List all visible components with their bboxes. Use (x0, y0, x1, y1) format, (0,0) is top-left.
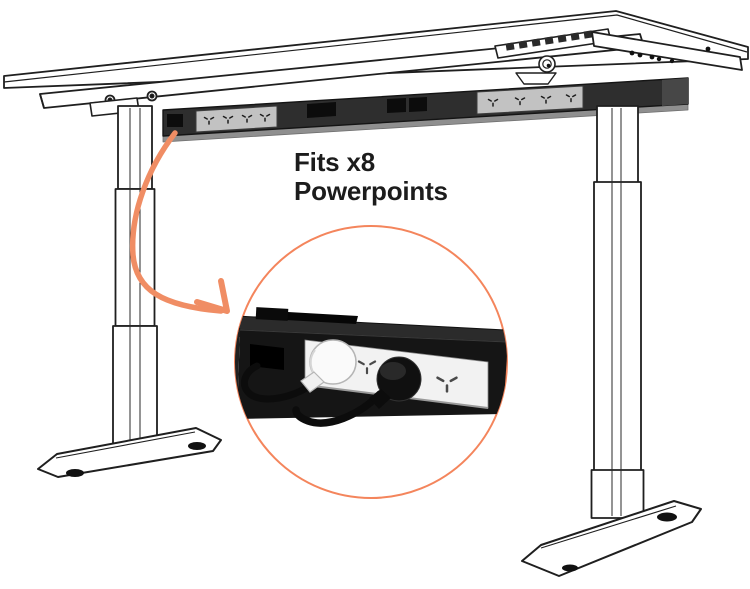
tray-clip (255, 307, 289, 321)
white-plug (240, 339, 357, 403)
bracket-screw-icon (629, 46, 711, 64)
tray-cutout (167, 114, 183, 127)
power-strip-right (476, 85, 584, 115)
caption-line1: Fits x8 (294, 147, 375, 177)
black-plug-cable (292, 390, 384, 427)
black-plug (292, 356, 422, 427)
outlet-icon (357, 360, 458, 393)
inset-circle (234, 225, 508, 499)
power-strip-left (195, 105, 278, 133)
left-foot (37, 427, 222, 478)
tray-cutout (387, 98, 406, 113)
leveling-pad (562, 564, 578, 572)
desk-top (3, 10, 749, 89)
left-leg (112, 105, 158, 453)
leveling-pad (188, 442, 206, 450)
cable-tray (162, 77, 689, 143)
under-desk-hook (515, 72, 557, 85)
keypad-buttons (505, 30, 593, 51)
tray-cutout (409, 97, 427, 112)
tray-hanging-slot (286, 312, 358, 324)
tray-cutout (307, 102, 336, 118)
right-foot (521, 500, 702, 577)
right-leg (590, 105, 645, 519)
right-leg-bracket (591, 31, 743, 71)
caption: Fits x8 Powerpoints (294, 148, 448, 206)
caption-line2: Powerpoints (294, 176, 448, 206)
cable-grommet-icon (538, 55, 556, 73)
white-plug-cable (240, 362, 316, 403)
leveling-pad (657, 512, 677, 522)
leveling-pad (66, 469, 84, 477)
height-keypad (494, 28, 612, 59)
curved-arrow-icon (129, 130, 230, 314)
